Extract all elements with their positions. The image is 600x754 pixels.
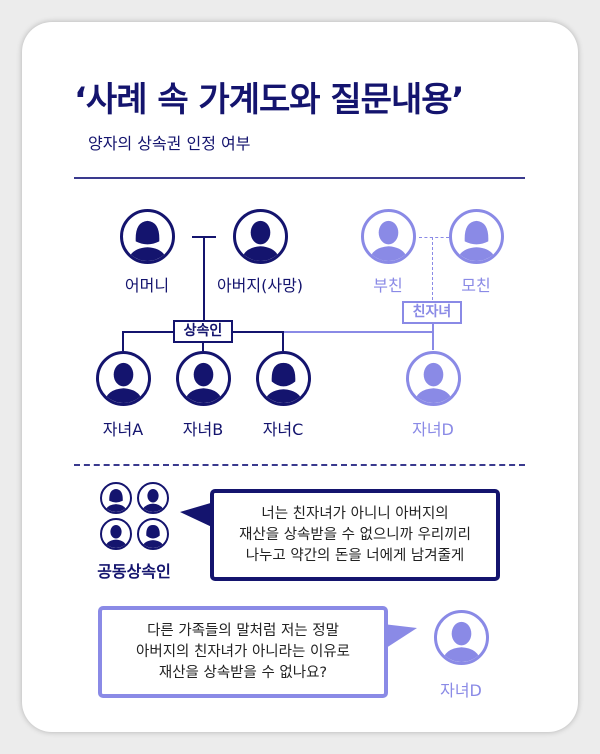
bio-mother-label: 모친 bbox=[461, 276, 491, 295]
speech-line: 너는 친자녀가 아니니 아버지의 bbox=[261, 505, 449, 522]
speech-line: 다른 가족들의 말처럼 저는 정말 bbox=[147, 622, 339, 639]
bio-descent-line bbox=[432, 237, 433, 305]
child-c-label: 자녀C bbox=[262, 420, 304, 439]
divider bbox=[74, 177, 525, 179]
page-title: ‘사례 속 가계도와 질문내용’ bbox=[74, 80, 464, 120]
mother-avatar-icon bbox=[120, 209, 175, 264]
bio-marriage-line bbox=[419, 237, 449, 238]
mother-label: 어머니 bbox=[124, 276, 170, 295]
bio-mother-avatar-icon bbox=[449, 209, 504, 264]
bio-father-avatar-icon bbox=[361, 209, 416, 264]
subtitle: 양자의 상속권 인정 여부 bbox=[88, 134, 251, 153]
co-heir-avatar-icon bbox=[100, 482, 132, 514]
child-b-label: 자녀B bbox=[182, 420, 224, 439]
child-d-speaker-avatar-icon bbox=[434, 610, 489, 665]
bio-father-label: 부친 bbox=[373, 276, 403, 295]
child-c-line bbox=[282, 331, 284, 351]
speech-line: 아버지의 친자녀가 아니라는 이유로 bbox=[136, 643, 350, 660]
father-avatar-icon bbox=[233, 209, 288, 264]
co-heirs-label: 공동상속인 bbox=[97, 562, 171, 581]
co-heirs-speech-bubble: 너는 친자녀가 아니니 아버지의 재산을 상속받을 수 없으니까 우리끼리 나누… bbox=[210, 489, 500, 581]
child-d-speech-bubble: 다른 가족들의 말처럼 저는 정말 아버지의 친자녀가 아니라는 이유로 재산을… bbox=[98, 606, 388, 698]
speech-line: 나누고 약간의 돈을 너에게 남겨줄게 bbox=[245, 547, 465, 564]
child-c-avatar-icon bbox=[256, 351, 311, 406]
section-divider bbox=[74, 464, 525, 466]
descent-line bbox=[203, 236, 205, 322]
child-d-avatar-icon bbox=[406, 351, 461, 406]
child-d-speaker-label: 자녀D bbox=[440, 681, 482, 700]
father-label: 아버지(사망) bbox=[216, 276, 304, 295]
heirs-tag: 상속인 bbox=[173, 320, 233, 343]
child-b-avatar-icon bbox=[176, 351, 231, 406]
co-heir-avatar-icon bbox=[100, 518, 132, 550]
speech-line: 재산을 상속받을 수 없나요? bbox=[158, 664, 328, 681]
child-d-label: 자녀D bbox=[412, 420, 454, 439]
child-a-line bbox=[122, 331, 124, 351]
child-a-label: 자녀A bbox=[102, 420, 144, 439]
co-heir-avatar-icon bbox=[137, 518, 169, 550]
bubble-tail-icon bbox=[383, 624, 417, 650]
child-d-vertical bbox=[432, 324, 434, 350]
co-heir-avatar-icon bbox=[137, 482, 169, 514]
speech-line: 재산을 상속받을 수 없으니까 우리끼리 bbox=[239, 526, 471, 543]
bio-child-tag: 친자녀 bbox=[402, 301, 462, 324]
child-a-avatar-icon bbox=[96, 351, 151, 406]
bubble-tail-icon bbox=[180, 502, 214, 528]
child-d-line bbox=[284, 331, 433, 333]
